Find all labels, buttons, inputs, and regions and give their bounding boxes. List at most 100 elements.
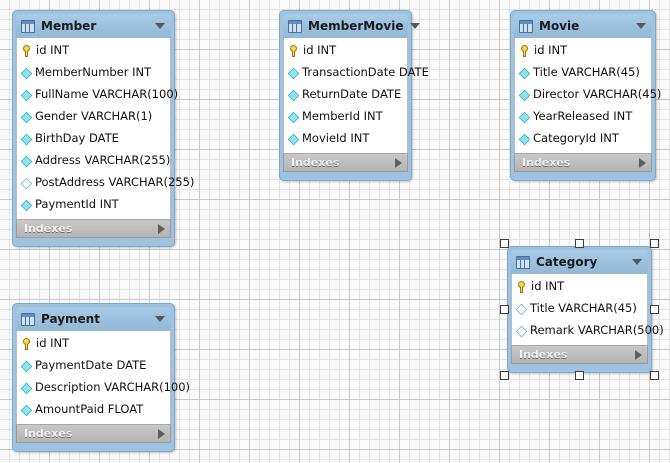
column-icon (287, 89, 300, 101)
column-row[interactable]: MovieId INT (284, 128, 407, 150)
chevron-down-icon[interactable] (155, 23, 165, 29)
table-icon (288, 19, 302, 33)
expand-right-icon[interactable] (395, 157, 402, 168)
table-name-label: Category (536, 255, 598, 269)
column-icon (20, 89, 33, 101)
primary-key-icon (516, 281, 528, 293)
resize-handle-sw[interactable] (500, 371, 509, 380)
primary-key-icon (21, 45, 33, 57)
column-row[interactable]: Gender VARCHAR(1) (17, 106, 170, 128)
column-row[interactable]: id INT (512, 276, 647, 298)
column-label: id INT (36, 43, 70, 58)
column-label: MemberId INT (302, 109, 383, 124)
expand-right-icon[interactable] (158, 428, 165, 439)
column-icon (287, 111, 300, 123)
column-row[interactable]: Title VARCHAR(45) (515, 62, 651, 84)
column-row[interactable]: CategoryId INT (515, 128, 651, 150)
column-label: Description VARCHAR(100) (35, 380, 191, 395)
column-row[interactable]: PaymentDate DATE (17, 355, 170, 377)
column-label: ReturnDate DATE (302, 87, 402, 102)
column-icon (20, 199, 33, 211)
column-label: Gender VARCHAR(1) (35, 109, 153, 124)
column-label: MovieId INT (302, 131, 370, 146)
column-row[interactable]: MemberId INT (284, 106, 407, 128)
table-figure-membermovie[interactable]: MemberMovie id INT TransactionDate DATE Ret… (279, 10, 429, 181)
resize-handle-e[interactable] (650, 305, 659, 314)
column-label: MemberNumber INT (35, 65, 152, 80)
resize-handle-se[interactable] (650, 371, 659, 380)
resize-handle-n[interactable] (575, 239, 584, 248)
table-header[interactable]: Category (511, 250, 648, 274)
column-row[interactable]: FullName VARCHAR(100) (17, 84, 178, 106)
column-label: AmountPaid FLOAT (35, 402, 144, 417)
column-row[interactable]: id INT (515, 40, 651, 62)
expand-right-icon[interactable] (635, 349, 642, 360)
expand-right-icon[interactable] (639, 157, 646, 168)
column-list: id INT TransactionDate DATE ReturnDate DAT… (283, 38, 429, 153)
column-label: YearReleased INT (533, 109, 633, 124)
column-icon (20, 133, 33, 145)
column-row[interactable]: PostAddress VARCHAR(255) (17, 172, 194, 194)
primary-key-icon (288, 45, 300, 57)
resize-handle-nw[interactable] (500, 239, 509, 248)
column-row[interactable]: YearReleased INT (515, 106, 651, 128)
column-icon (518, 67, 531, 79)
table-header[interactable]: Payment (16, 307, 171, 331)
chevron-down-icon[interactable] (155, 316, 165, 322)
table-header[interactable]: Movie (514, 14, 652, 38)
column-row[interactable]: MemberNumber INT (17, 62, 170, 84)
chevron-down-icon[interactable] (636, 23, 646, 29)
resize-handle-s[interactable] (575, 371, 584, 380)
column-icon (518, 89, 531, 101)
chevron-down-icon[interactable] (632, 259, 642, 265)
column-label: BirthDay DATE (35, 131, 119, 146)
indexes-section[interactable]: Indexes (16, 219, 171, 238)
indexes-label: Indexes (519, 348, 568, 361)
chevron-down-icon[interactable] (409, 23, 420, 29)
column-row[interactable]: PaymentId INT (17, 194, 170, 216)
column-row[interactable]: AmountPaid FLOAT (17, 399, 170, 421)
indexes-section[interactable]: Indexes (511, 345, 648, 364)
table-icon (21, 19, 35, 33)
table-name-label: Payment (41, 312, 100, 326)
table-header[interactable]: MemberMovie (283, 14, 420, 38)
column-label: Address VARCHAR(255) (35, 153, 171, 168)
column-label: Director VARCHAR(45) (533, 87, 662, 102)
column-icon (20, 155, 33, 167)
column-row[interactable]: Description VARCHAR(100) (17, 377, 190, 399)
column-nullable-icon (20, 177, 33, 189)
column-row[interactable]: BirthDay DATE (17, 128, 170, 150)
table-figure-payment[interactable]: Payment id INT PaymentDate DATE Description… (12, 303, 190, 452)
column-label: PaymentId INT (35, 197, 119, 212)
resize-handle-ne[interactable] (650, 239, 659, 248)
table-header[interactable]: Member (16, 14, 171, 38)
column-label: id INT (36, 336, 70, 351)
column-row[interactable]: Director VARCHAR(45) (515, 84, 661, 106)
primary-key-icon (21, 338, 33, 350)
column-row[interactable]: id INT (17, 333, 170, 355)
column-row[interactable]: Title VARCHAR(45) (512, 298, 647, 320)
column-row[interactable]: ReturnDate DATE (284, 84, 407, 106)
table-figure-member[interactable]: Member id INT MemberNumber INT FullName VAR… (12, 10, 194, 247)
column-label: id INT (303, 43, 337, 58)
table-name-label: Movie (539, 19, 580, 33)
column-row[interactable]: Address VARCHAR(255) (17, 150, 170, 172)
indexes-section[interactable]: Indexes (16, 424, 171, 443)
column-icon (287, 133, 300, 145)
indexes-label: Indexes (24, 427, 73, 440)
expand-right-icon[interactable] (158, 223, 165, 234)
column-row[interactable]: id INT (284, 40, 407, 62)
column-icon (518, 111, 531, 123)
indexes-section[interactable]: Indexes (283, 153, 408, 172)
column-row[interactable]: id INT (17, 40, 170, 62)
resize-handle-w[interactable] (500, 305, 509, 314)
column-row[interactable]: Remark VARCHAR(500) (512, 320, 664, 342)
column-row[interactable]: TransactionDate DATE (284, 62, 429, 84)
column-label: PaymentDate DATE (35, 358, 147, 373)
indexes-section[interactable]: Indexes (514, 153, 652, 172)
column-icon (20, 382, 33, 394)
